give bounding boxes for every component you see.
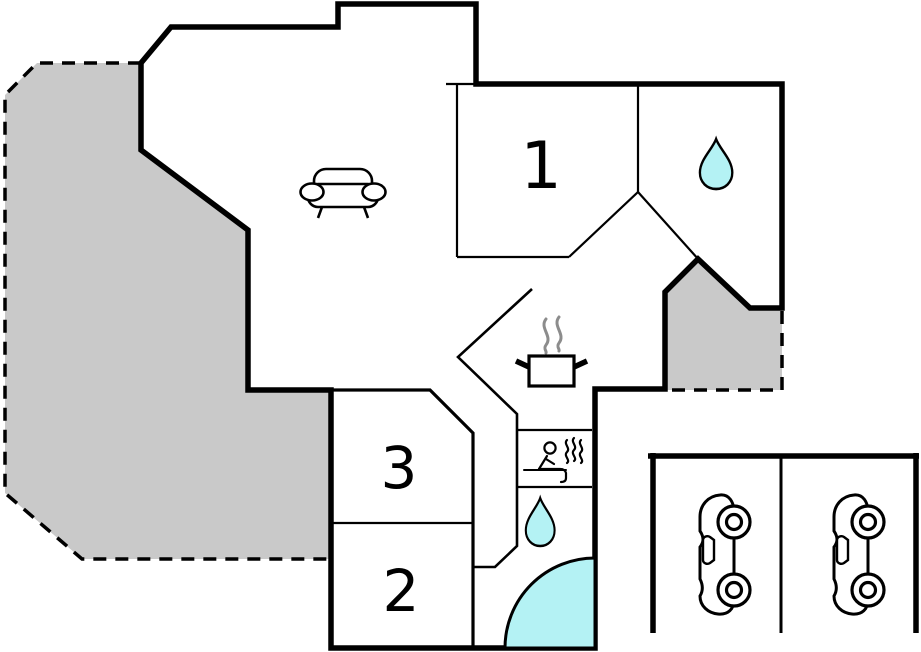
wall-room1-diagonal bbox=[568, 191, 639, 258]
cooking-pot-icon bbox=[514, 315, 589, 388]
steam-line bbox=[542, 317, 550, 355]
building-outline bbox=[138, 1, 785, 651]
terrace-left-dashed-edge bbox=[3, 61, 331, 561]
carport bbox=[648, 453, 919, 633]
corner-pool-shape bbox=[503, 556, 597, 650]
steam-line bbox=[555, 315, 563, 353]
sauna-person-icon bbox=[523, 436, 584, 484]
terrace-right bbox=[665, 259, 782, 390]
sofa-icon bbox=[299, 167, 387, 219]
wall-bathroom-diagonal bbox=[637, 191, 700, 261]
wall-kitchen-hall bbox=[456, 288, 533, 569]
car-icon bbox=[698, 493, 752, 616]
room3-label: 3 bbox=[381, 434, 418, 502]
room1-label: 1 bbox=[520, 129, 561, 204]
car-icon bbox=[832, 493, 886, 616]
terrace-left bbox=[5, 63, 331, 559]
interior-walls bbox=[331, 82, 700, 648]
wall-room3-top-and-hall-left bbox=[331, 388, 475, 648]
room2-label: 2 bbox=[383, 557, 420, 625]
terrace-right-dashed-edge bbox=[665, 311, 784, 392]
